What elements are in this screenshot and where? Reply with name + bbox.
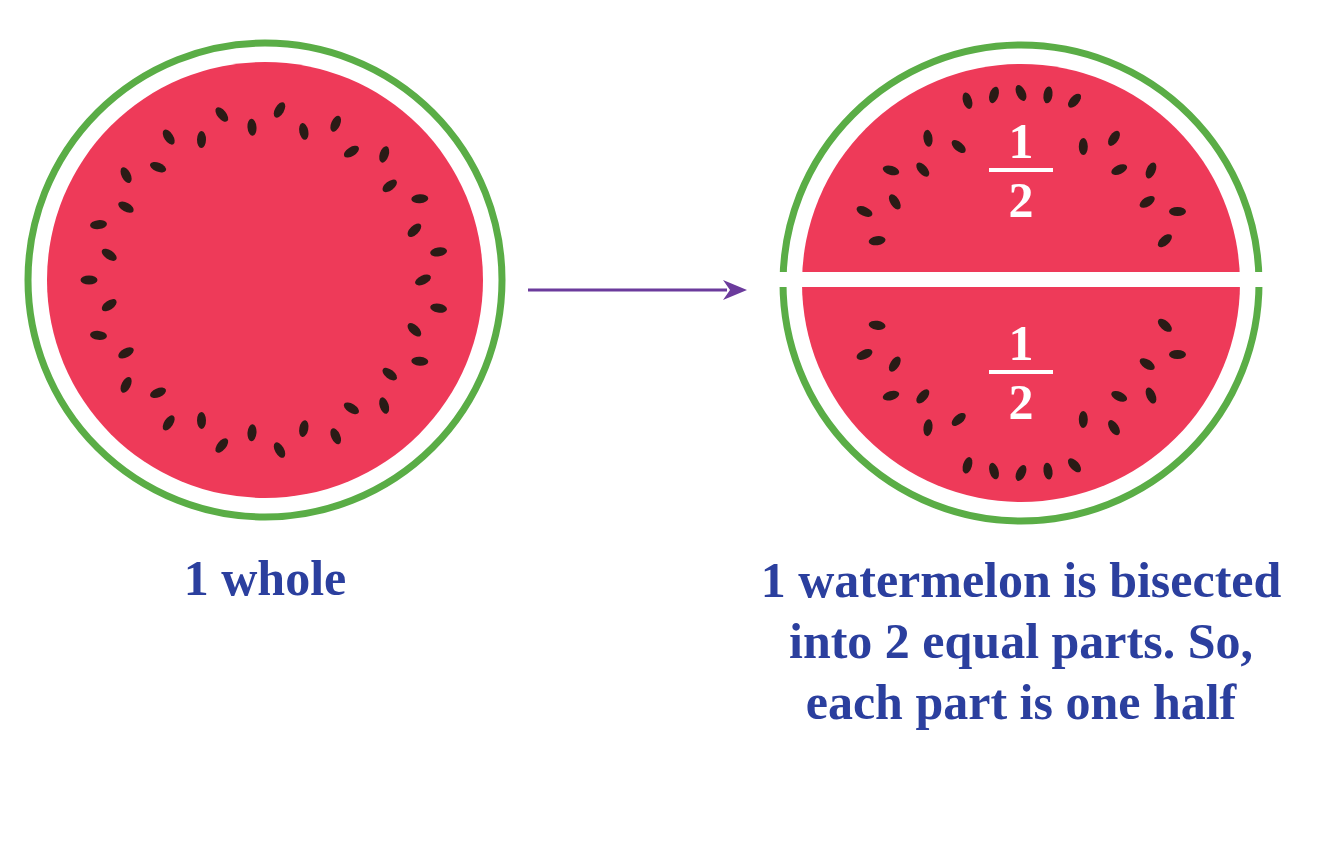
seed xyxy=(413,272,432,287)
half-watermelon: 12 xyxy=(783,289,1259,521)
seed xyxy=(868,235,886,246)
arrow-head xyxy=(723,280,747,300)
seed xyxy=(148,160,167,175)
seed xyxy=(342,143,361,160)
seed xyxy=(922,129,933,147)
seed xyxy=(855,204,874,219)
seed xyxy=(90,219,108,230)
seed xyxy=(1013,463,1028,482)
flesh xyxy=(47,62,483,498)
numerator: 1 xyxy=(1009,117,1034,165)
half-watermelon: 12 xyxy=(783,45,1259,273)
seed xyxy=(1079,138,1088,155)
cut-gap xyxy=(770,272,1272,287)
seed xyxy=(405,321,423,339)
seed xyxy=(405,221,423,239)
seeds xyxy=(81,83,1187,482)
seed xyxy=(961,91,974,110)
denominator: 2 xyxy=(1009,378,1034,426)
seed xyxy=(247,424,257,442)
seed xyxy=(1042,462,1053,480)
seed xyxy=(1106,418,1123,437)
arrow-shaft xyxy=(528,289,727,292)
rind xyxy=(28,43,502,517)
seed xyxy=(961,456,974,475)
caption-label: 1 whole xyxy=(85,548,445,609)
seed xyxy=(1138,194,1157,211)
seed xyxy=(987,85,1001,104)
seed xyxy=(1110,389,1129,404)
seed xyxy=(429,302,447,314)
seed xyxy=(247,118,257,136)
seed xyxy=(197,131,206,148)
seed xyxy=(1156,232,1175,250)
seed xyxy=(116,199,135,215)
seed xyxy=(882,164,901,177)
seed xyxy=(949,410,968,428)
seed xyxy=(298,122,310,140)
seed xyxy=(148,385,167,400)
seed xyxy=(886,355,903,374)
seed xyxy=(1143,386,1158,405)
seed xyxy=(377,145,391,164)
seed xyxy=(882,389,901,402)
whole-watermelon: 1 whole xyxy=(28,43,502,517)
seed xyxy=(116,345,135,361)
seed xyxy=(100,246,119,263)
seed xyxy=(328,427,343,446)
seed xyxy=(1013,83,1028,102)
seed xyxy=(197,412,206,429)
seed xyxy=(380,177,399,195)
fraction-bar xyxy=(989,370,1053,374)
seed xyxy=(1079,411,1088,428)
seed xyxy=(411,194,429,204)
bisected-watermelon: 1 watermelon is bisected into 2 equal pa… xyxy=(783,45,1259,521)
seed xyxy=(1066,456,1084,475)
seed xyxy=(1156,316,1175,334)
numerator: 1 xyxy=(1009,319,1034,367)
seed xyxy=(411,356,429,366)
seed xyxy=(949,138,968,156)
seed xyxy=(298,419,310,437)
seed xyxy=(429,246,447,258)
caption-label: 1 watermelon is bisected into 2 equal pa… xyxy=(741,550,1301,733)
seed xyxy=(1169,207,1186,216)
seed xyxy=(1066,91,1084,110)
seed xyxy=(213,436,231,455)
seed xyxy=(118,375,134,394)
seed xyxy=(868,320,886,331)
fraction: 12 xyxy=(989,319,1053,426)
seed xyxy=(377,396,391,415)
seed xyxy=(914,160,932,179)
fraction: 12 xyxy=(989,117,1053,224)
seed xyxy=(380,365,399,383)
seed xyxy=(118,165,134,184)
seed xyxy=(922,419,933,437)
arrow-connector xyxy=(528,280,747,300)
seed xyxy=(160,413,177,432)
seed xyxy=(271,100,287,119)
seed xyxy=(100,297,119,314)
seed xyxy=(1110,162,1129,177)
seed xyxy=(1169,350,1186,359)
seed xyxy=(213,105,231,124)
fraction-bar xyxy=(989,168,1053,172)
seed xyxy=(1106,129,1123,148)
seed xyxy=(342,400,361,417)
seed xyxy=(271,440,287,459)
seed xyxy=(81,276,98,285)
seed xyxy=(987,462,1001,481)
seed xyxy=(90,330,108,341)
seed xyxy=(855,347,874,362)
seed xyxy=(160,128,177,147)
seed xyxy=(328,114,343,133)
seed xyxy=(1138,356,1157,373)
seed xyxy=(914,387,932,406)
seed xyxy=(1042,86,1053,104)
seed xyxy=(886,192,903,211)
denominator: 2 xyxy=(1009,176,1034,224)
seed xyxy=(1143,161,1158,180)
